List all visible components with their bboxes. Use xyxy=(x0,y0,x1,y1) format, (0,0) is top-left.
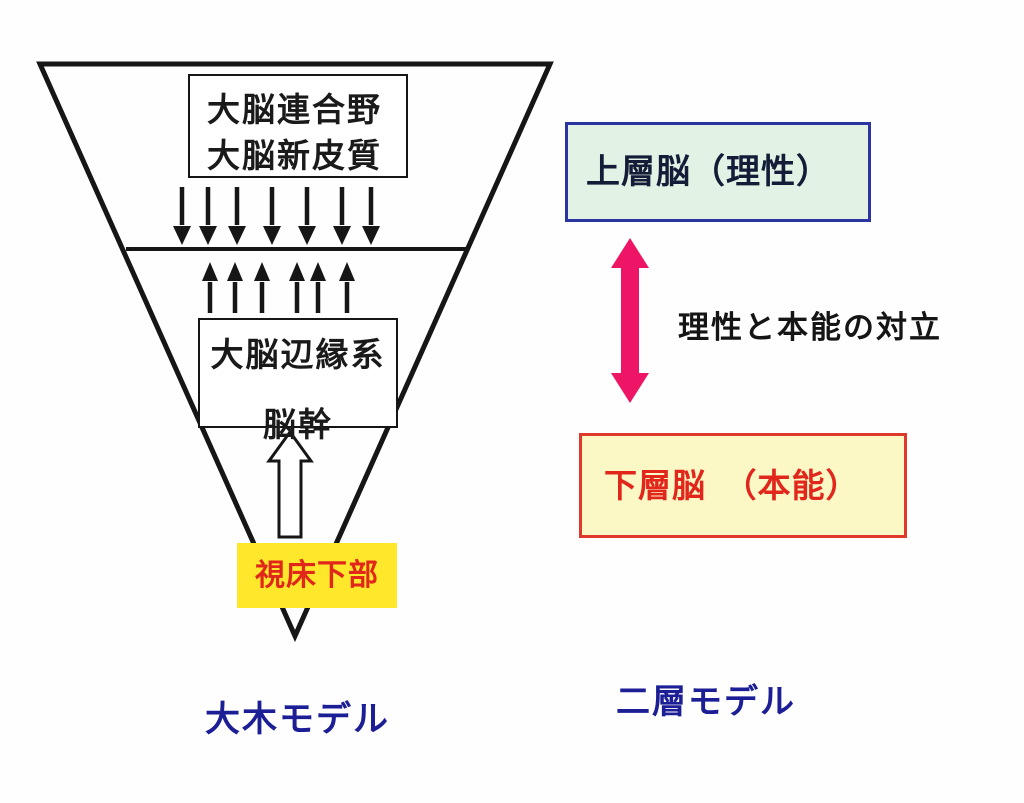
lower-brain-box: 下層脳 （本能） xyxy=(579,433,907,538)
cerebrum-box-line1: 大脳連合野 xyxy=(207,90,382,129)
hollow-up-arrow-icon xyxy=(266,429,314,539)
upper-brain-box: 上層脳（理性） xyxy=(565,122,871,222)
up-arrow-icon xyxy=(289,262,305,313)
up-arrow-icon xyxy=(254,262,270,313)
limbic-box-line2: 脳幹 xyxy=(263,405,333,444)
funnel-triangle xyxy=(36,61,554,643)
hypothalamus-box: 視床下部 xyxy=(237,543,397,608)
limbic-box-line1: 大脳辺縁系 xyxy=(210,335,386,374)
down-arrow-icon xyxy=(333,187,351,245)
down-arrow-icon xyxy=(298,187,316,245)
up-arrow-icon xyxy=(227,262,243,313)
right-model-caption: 二層モデル xyxy=(616,682,796,722)
limbic-brainstem-box: 大脳辺縁系 脳幹 xyxy=(198,318,398,444)
left-model-caption: 大木モデル xyxy=(205,700,391,740)
down-arrows-group xyxy=(173,187,380,245)
double-headed-arrow-icon xyxy=(611,238,649,403)
down-arrow-icon xyxy=(173,187,191,245)
up-arrows-group xyxy=(202,262,355,313)
cerebrum-box: 大脳連合野 大脳新皮質 xyxy=(188,74,408,178)
cerebrum-box-line2: 大脳新皮質 xyxy=(207,136,382,175)
up-arrow-icon xyxy=(339,262,355,313)
down-arrow-icon xyxy=(263,187,281,245)
down-arrow-icon xyxy=(228,187,246,245)
conflict-label: 理性と本能の対立 xyxy=(678,310,942,346)
down-arrow-icon xyxy=(199,187,217,245)
up-arrow-icon xyxy=(202,262,218,313)
down-arrow-icon xyxy=(362,187,380,245)
up-arrow-icon xyxy=(310,262,326,313)
